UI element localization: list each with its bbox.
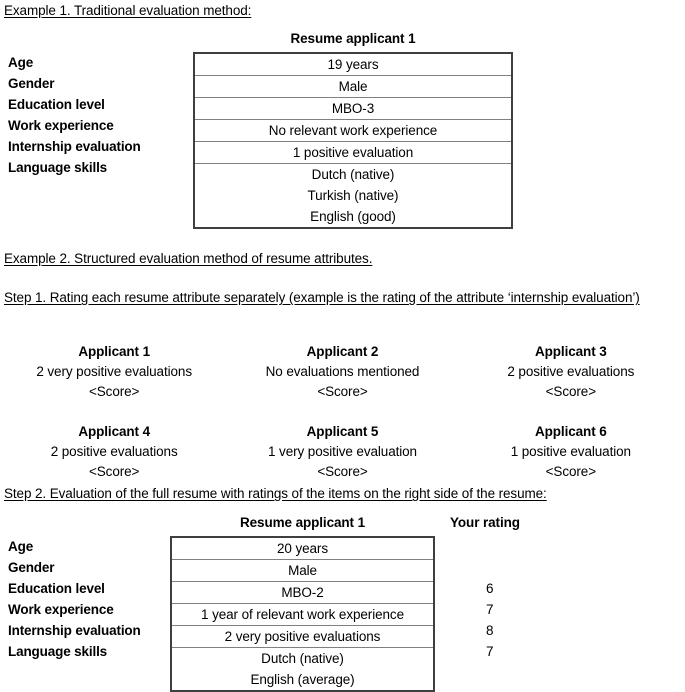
rating-value-education-level[interactable]: 6: [486, 581, 494, 596]
applicant-description: 2 positive evaluations: [507, 364, 635, 379]
table-row: MBO-3: [193, 97, 513, 120]
applicant-name: Applicant 3: [534, 344, 607, 359]
table-row: Male: [193, 75, 513, 98]
table1-cell-language-skills: Dutch (native) Turkish (native) English …: [193, 163, 513, 229]
table2-title: Resume applicant 1: [240, 515, 365, 530]
rating-value-internship-evaluation[interactable]: 8: [486, 623, 494, 638]
rating-value-language-skills[interactable]: 7: [486, 644, 494, 659]
table-row: 20 years: [170, 536, 435, 560]
table2-cell-language-skills: Dutch (native) English (average): [170, 647, 435, 692]
table2-rating-column: 6 7 8 7: [486, 536, 526, 662]
table1-cell-gender: Male: [193, 75, 513, 98]
applicant-name: Applicant 2: [306, 344, 379, 359]
table1-label: Work experience: [8, 118, 114, 133]
applicant-card-5: Applicant 5 1 very positive evaluation <…: [228, 422, 456, 482]
step2-heading: Step 2. Evaluation of the full resume wi…: [4, 486, 547, 501]
language-line: Turkish (native): [307, 188, 399, 203]
table-row: No relevant work experience: [193, 119, 513, 142]
applicant-score-placeholder[interactable]: <Score>: [317, 464, 368, 479]
table2-rating-header: Your rating: [450, 515, 520, 530]
table1-label: Language skills: [8, 160, 108, 175]
applicant-description: No evaluations mentioned: [265, 364, 420, 379]
table1-resume-applicant-1: 19 years Male MBO-3 No relevant work exp…: [193, 52, 513, 229]
language-line: Dutch (native): [311, 167, 395, 182]
table1-cell-education-level: MBO-3: [193, 97, 513, 120]
rating-value-gender[interactable]: [486, 557, 526, 578]
table2-label: Gender: [8, 560, 55, 575]
applicant-name: Applicant 5: [306, 424, 379, 439]
table1-title: Resume applicant 1: [290, 31, 416, 46]
table2-label: Internship evaluation: [8, 623, 141, 638]
example1-heading: Example 1. Traditional evaluation method…: [4, 3, 252, 18]
table2-cell-internship-evaluation: 2 very positive evaluations: [170, 625, 435, 648]
table2-label: Work experience: [8, 602, 114, 617]
table-row: 19 years: [193, 52, 513, 76]
table-row: 2 very positive evaluations: [170, 625, 435, 648]
table-row: 1 positive evaluation: [193, 141, 513, 164]
step1-heading: Step 1. Rating each resume attribute sep…: [4, 290, 640, 305]
step1-applicant-row-2: Applicant 4 2 positive evaluations <Scor…: [0, 422, 685, 482]
table2-label: Age: [8, 539, 34, 554]
applicant-score-placeholder[interactable]: <Score>: [88, 384, 140, 399]
table1-label: Age: [8, 55, 34, 70]
applicant-score-placeholder[interactable]: <Score>: [545, 384, 596, 399]
step1-applicant-row-1: Applicant 1 2 very positive evaluations …: [0, 342, 685, 402]
applicant-card-6: Applicant 6 1 positive evaluation <Score…: [457, 422, 685, 482]
applicant-name: Applicant 4: [78, 424, 150, 439]
language-line: English (good): [310, 209, 396, 224]
table-row: 1 year of relevant work experience: [170, 603, 435, 626]
applicant-description: 2 positive evaluations: [50, 444, 178, 459]
rating-value-work-experience[interactable]: 7: [486, 602, 494, 617]
applicant-card-2: Applicant 2 No evaluations mentioned <Sc…: [228, 342, 456, 402]
applicant-card-3: Applicant 3 2 positive evaluations <Scor…: [457, 342, 685, 402]
table1-label: Gender: [8, 76, 55, 91]
table1-cell-internship-evaluation: 1 positive evaluation: [193, 141, 513, 164]
language-line: Dutch (native): [261, 651, 344, 666]
applicant-score-placeholder[interactable]: <Score>: [317, 384, 368, 399]
applicant-card-1: Applicant 1 2 very positive evaluations …: [0, 342, 228, 402]
applicant-description: 1 positive evaluation: [510, 444, 631, 459]
applicant-card-4: Applicant 4 2 positive evaluations <Scor…: [0, 422, 228, 482]
table2-label: Language skills: [8, 644, 108, 659]
table2-cell-work-experience: 1 year of relevant work experience: [170, 603, 435, 626]
applicant-score-placeholder[interactable]: <Score>: [545, 464, 596, 479]
applicant-name: Applicant 1: [78, 344, 150, 359]
table1-cell-age: 19 years: [193, 52, 513, 76]
table2-label: Education level: [8, 581, 105, 596]
applicant-description: 2 very positive evaluations: [36, 364, 192, 379]
applicant-name: Applicant 6: [534, 424, 607, 439]
table1-label-column: Age Gender Education level Work experien…: [8, 52, 141, 178]
table2-cell-age: 20 years: [170, 536, 435, 560]
table-row: Dutch (native) Turkish (native) English …: [193, 163, 513, 229]
table2-resume-applicant-1: 20 years Male MBO-2 1 year of relevant w…: [170, 536, 435, 692]
table1-label: Education level: [8, 97, 105, 112]
table2-label-column: Age Gender Education level Work experien…: [8, 536, 141, 662]
table-row: Male: [170, 559, 435, 582]
applicant-description: 1 very positive evaluation: [267, 444, 417, 459]
table1-label: Internship evaluation: [8, 139, 141, 154]
table-row: Dutch (native) English (average): [170, 647, 435, 692]
table1-cell-work-experience: No relevant work experience: [193, 119, 513, 142]
table2-cell-gender: Male: [170, 559, 435, 582]
language-line: English (average): [250, 672, 355, 687]
table2-cell-education-level: MBO-2: [170, 581, 435, 604]
rating-value-age[interactable]: [486, 536, 526, 557]
applicant-score-placeholder[interactable]: <Score>: [88, 464, 140, 479]
table-row: MBO-2: [170, 581, 435, 604]
example2-heading: Example 2. Structured evaluation method …: [4, 251, 373, 266]
